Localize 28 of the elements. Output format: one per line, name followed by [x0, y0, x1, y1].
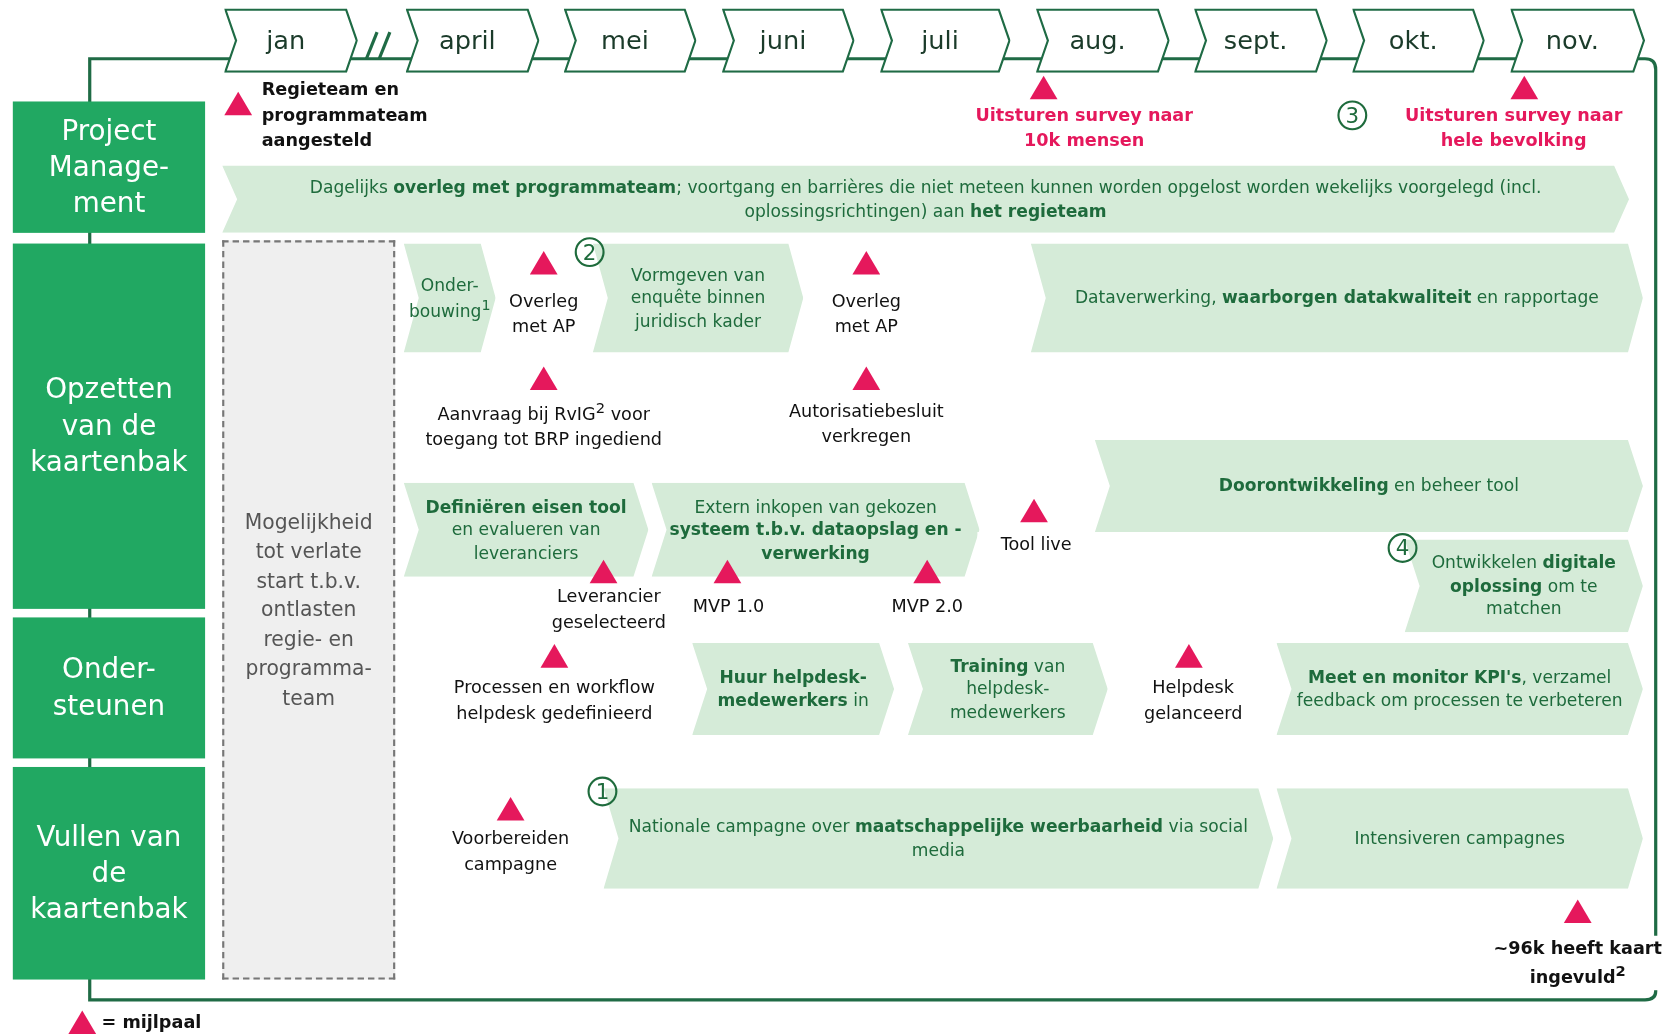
row-header: Onder- steunen	[12, 617, 206, 759]
note-box: Mogelijkheid tot verlate start t.b.v. ontlasten regie- en programma- team	[222, 240, 396, 980]
step-number: 3	[1337, 100, 1368, 131]
activity-bar: Onder- bouwing$^{1}$	[403, 243, 496, 353]
activity-bar: Huur helpdesk- medewerkers in	[692, 643, 895, 735]
activity-bar: Dataverwerking, waarborgen datakwaliteit en rapportage	[1030, 243, 1643, 353]
month-header: juni	[722, 8, 855, 73]
step-number: 1	[587, 776, 618, 807]
month-header: april	[405, 8, 540, 73]
activity-bar: Doorontwikkeling en beheer tool	[1094, 440, 1643, 532]
activity-bar: Meet en monitor KPI's, verzamel feedback om processen te verbeteren	[1276, 643, 1643, 735]
month-header: juli	[880, 8, 1011, 73]
step-number: 4	[1387, 533, 1418, 563]
month-header: nov.	[1510, 8, 1646, 73]
row-header: Vullen van de kaartenbak	[12, 766, 206, 980]
activity-bar: Dagelijks overleg met programmateam; voortgang en barrières die niet meteen kunnen worden opgelost worden wekelijks voorgelegd (incl. oplossingsrichtingen) aan het regieteam	[222, 165, 1629, 233]
month-header: aug.	[1036, 8, 1170, 73]
month-header: jan	[224, 8, 358, 73]
activity-bar: Definiëren eisen tool en evalueren van leveranciers	[403, 482, 649, 577]
month-header: sept.	[1194, 8, 1328, 73]
month-header: mei	[564, 8, 697, 73]
activity-bar: Intensiveren campagnes	[1276, 788, 1643, 889]
step-number: 2	[574, 237, 605, 268]
row-header: Opzetten van de kaartenbak	[12, 243, 206, 609]
activity-bar: Training van helpdesk- medewerkers	[907, 643, 1108, 735]
row-header: Project Manage- ment	[12, 101, 206, 233]
activity-bar: Extern inkopen van gekozen systeem t.b.v. dataopslag en -verwerking	[651, 482, 980, 577]
month-header: okt.	[1352, 8, 1485, 73]
